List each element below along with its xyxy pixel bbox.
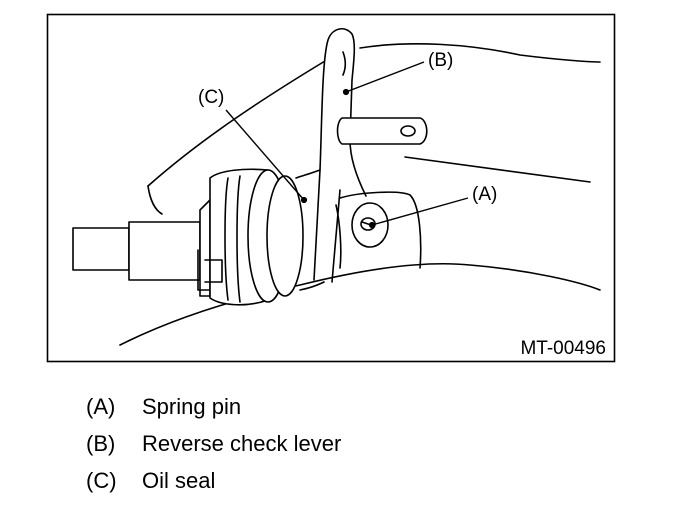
legend-item: (C) Oil seal: [86, 462, 341, 499]
callout-c: (C): [198, 87, 224, 108]
legend-text: Spring pin: [142, 393, 242, 419]
callout-a: (A): [472, 184, 497, 205]
legend-text: Oil seal: [142, 467, 216, 493]
leader-lines: [225, 61, 469, 229]
legend-text: Reverse check lever: [142, 430, 342, 456]
figure-code: MT-00496: [520, 338, 606, 359]
legend-key: (C): [86, 467, 117, 493]
leader-line-a: [371, 197, 469, 226]
legend-item: (A) Spring pin: [86, 388, 341, 425]
legend: (A) Spring pin (B) Reverse check lever (…: [86, 388, 341, 499]
leader-line-b: [345, 61, 425, 93]
leader-line-c: [225, 109, 305, 201]
legend-item: (B) Reverse check lever: [86, 425, 341, 462]
legend-key: (B): [86, 430, 116, 456]
callout-b: (B): [428, 50, 453, 71]
legend-key: (A): [86, 393, 116, 419]
transmission-drawing: [72, 27, 601, 346]
